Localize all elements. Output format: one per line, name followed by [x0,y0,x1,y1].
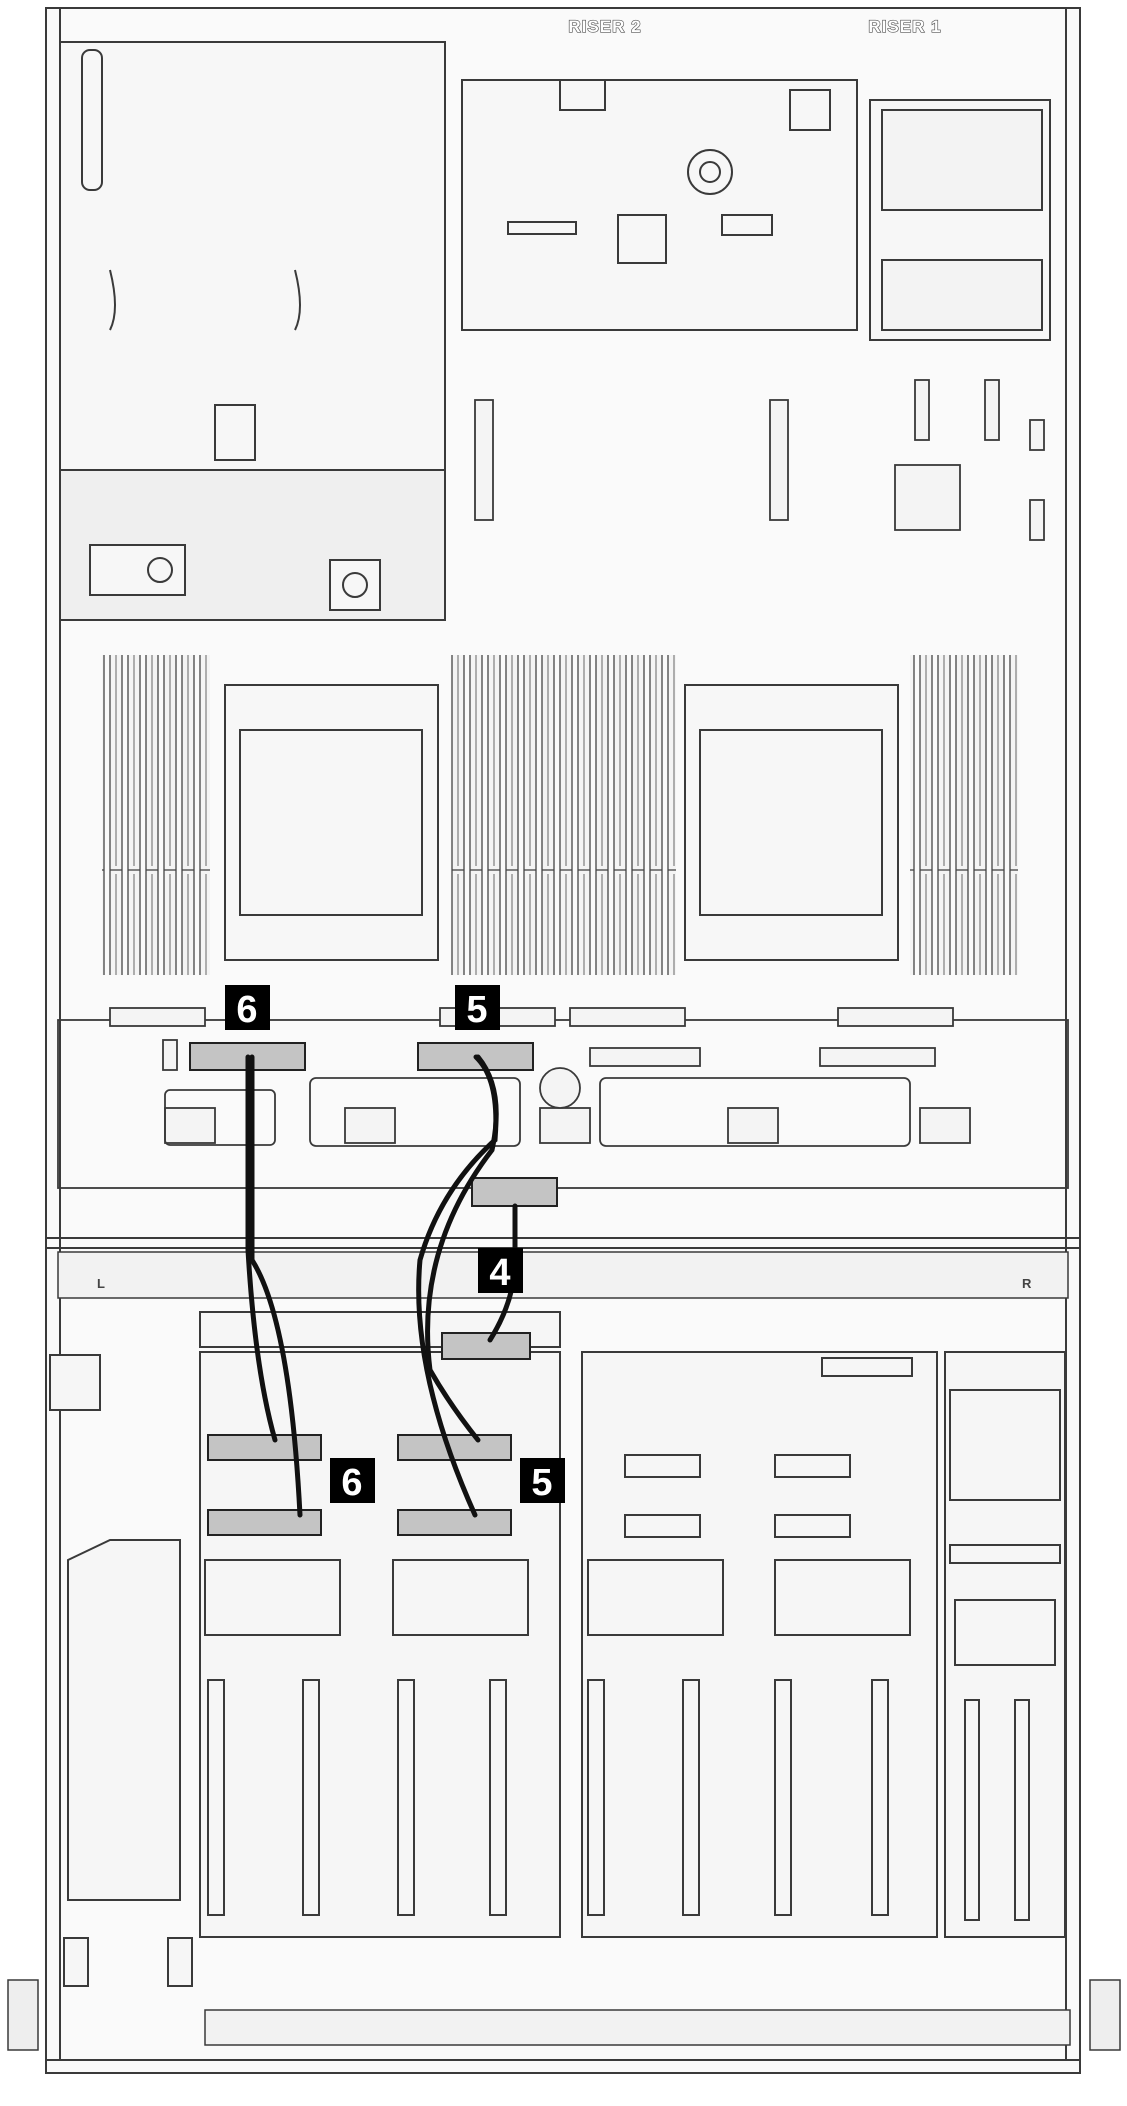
front-riser-cage-left [199,1311,561,1938]
connector-4-lower [441,1332,531,1360]
cable-5b [425,1054,499,1443]
dimm-bank-center [448,655,676,975]
callout-5-bottom-label: 5 [531,1462,552,1504]
front-riser-cage-far-right [944,1351,1066,1938]
cable-6b [249,1054,303,1518]
riser-labels: RISER 2 RISER 1 [568,16,941,36]
callout-5-bottom: 5 [520,1458,565,1504]
cpu-socket-2 [684,684,899,961]
connector-5-backplane-a [397,1434,512,1461]
callout-6-bottom: 6 [330,1458,375,1504]
left-edge-label: L [97,1276,105,1291]
callout-5-top: 5 [455,985,500,1031]
right-edge-label: R [1022,1276,1032,1291]
callout-5-top-label: 5 [466,989,487,1031]
connector-6-backplane-b [207,1509,322,1536]
connector-5-backplane-b [397,1509,512,1536]
front-left-bay [49,1354,193,1987]
front-bezel-vents [204,2009,1071,2046]
front-riser-cage-right [581,1351,938,1938]
callout-4: 4 [478,1248,523,1294]
cables [245,1054,518,1518]
rear-io-board [461,79,1051,341]
cable-6a [245,1054,278,1443]
callout-6-top: 6 [225,985,270,1031]
callout-4-label: 4 [489,1252,510,1294]
riser-2-label: RISER 2 [568,17,641,36]
cable-connectors [189,1042,558,1536]
power-supply-cage [59,41,446,621]
riser-1-label: RISER 1 [868,17,941,36]
cpu-socket-1 [224,684,439,961]
callout-6-bottom-label: 6 [341,1462,362,1504]
dimm-bank-right [910,655,1018,975]
connector-6-backplane-a [207,1434,322,1461]
dimm-bank-left [102,655,210,975]
connector-4-upper [471,1177,558,1207]
pcie-connectors-upper [474,379,1045,541]
callout-6-top-label: 6 [236,989,257,1031]
system-board-front-edge [57,1007,1069,1189]
